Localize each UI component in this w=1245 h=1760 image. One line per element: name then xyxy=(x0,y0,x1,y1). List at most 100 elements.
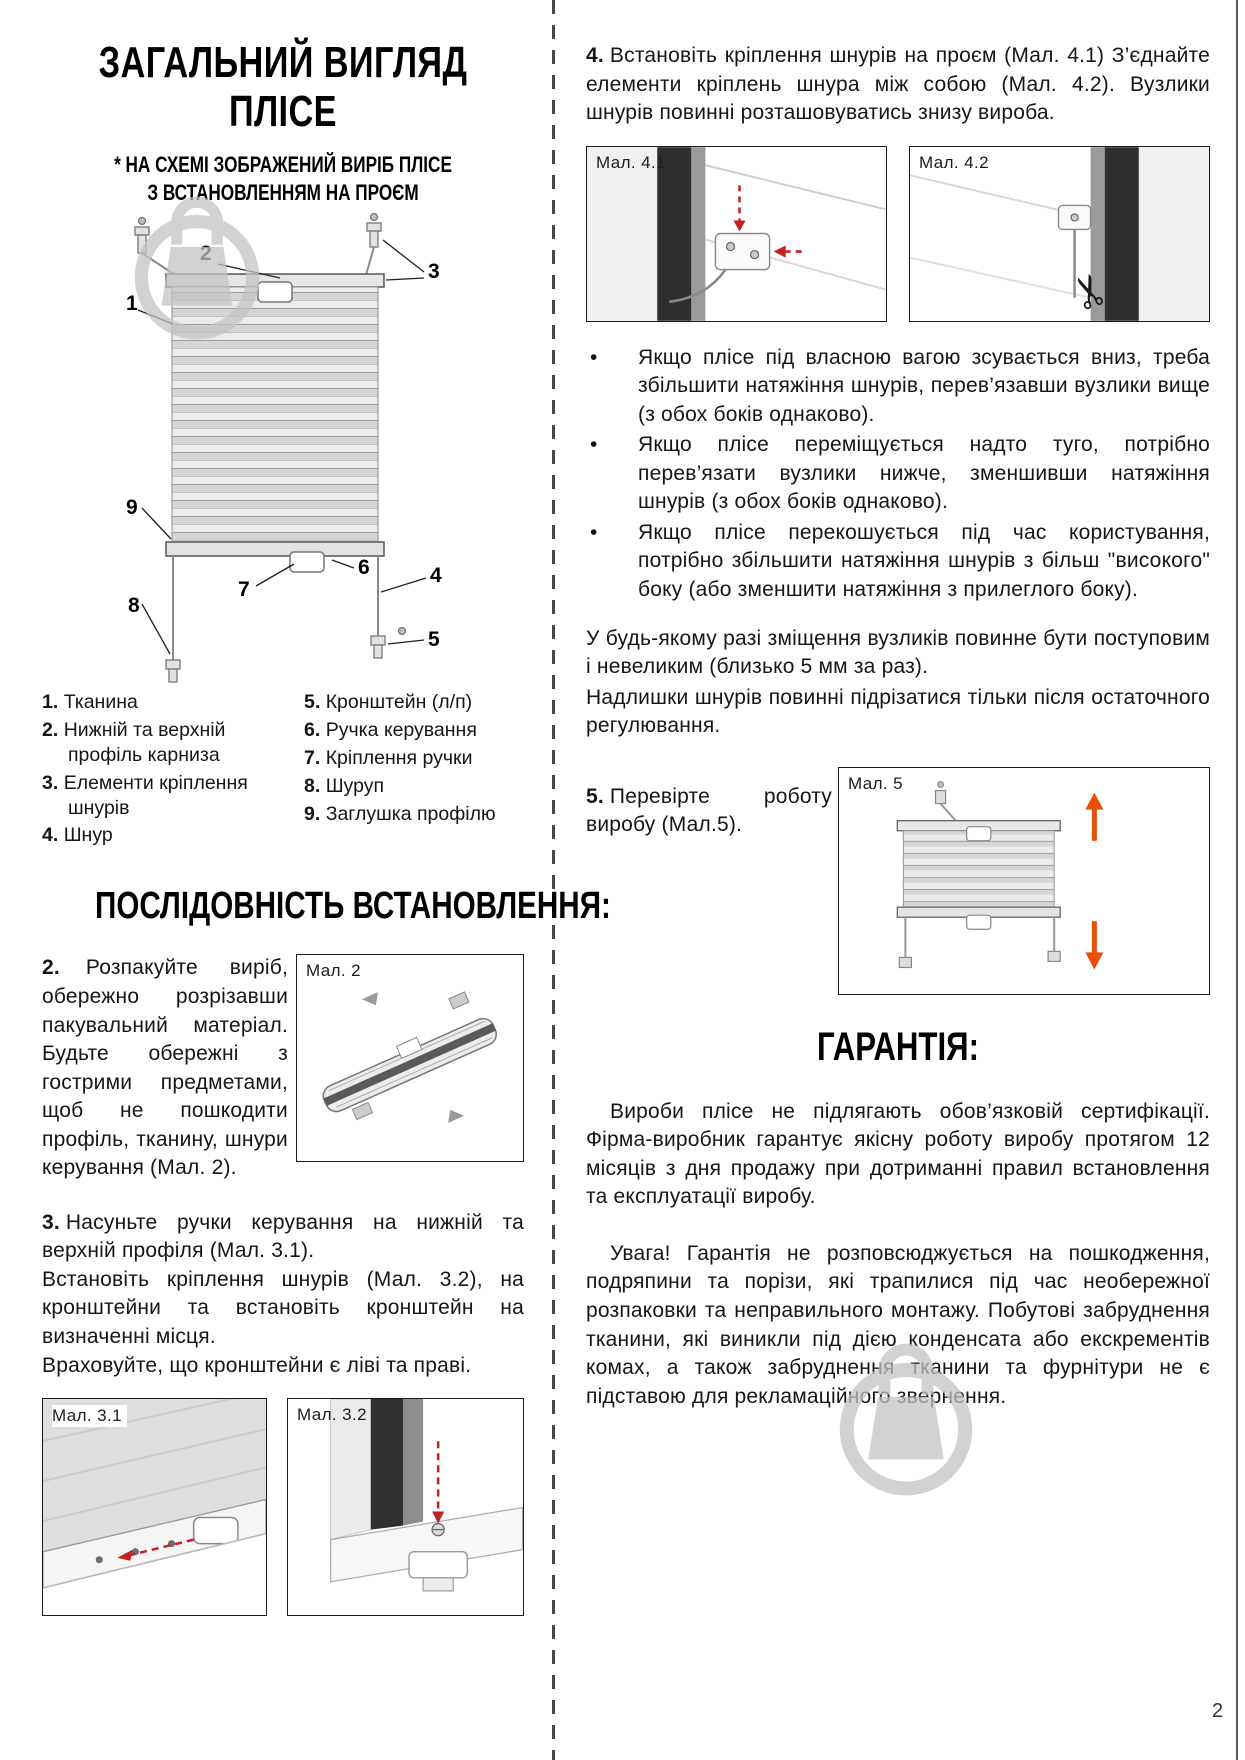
callout-6: 6 xyxy=(358,555,370,579)
figure-4-2: Мал. 4.2 ✂ xyxy=(909,145,1210,322)
legend-text: Кріплення ручки xyxy=(325,746,473,769)
bullet-item-3: • Якщо плісе перекошується під час корис… xyxy=(586,519,1210,605)
page-subtitle: * НА СХЕМІ ЗОБРАЖЕНИЙ ВИРІБ ПЛІСЕ З ВСТА… xyxy=(42,151,524,208)
callout-1: 1 xyxy=(126,291,138,315)
page-number: 2 xyxy=(1212,1700,1224,1722)
step-5-text: Перевірте роботу виробу (Мал.5). xyxy=(586,784,832,837)
callout-4: 4 xyxy=(430,563,442,587)
bullet-text-3: Якщо плісе перекошується під час користу… xyxy=(638,520,1210,602)
figure-2: Мал. 2 xyxy=(296,954,524,1163)
legend-item-8: 8. Шуруп xyxy=(304,774,524,799)
warranty-paragraph-1: Вироби плісе не підлягають обов’язковій … xyxy=(586,1098,1210,1212)
bullet-text-2: Якщо плісе переміщується надто туго, пот… xyxy=(638,433,1210,514)
figure-4-1-label: Мал. 4.1 xyxy=(596,152,667,172)
step-3-paragraph-1: 3.Насуньте ручки керування на нижній та … xyxy=(42,1209,524,1266)
diagram-legend: 1. Тканина 2. Нижній та верхній профіль … xyxy=(42,690,524,852)
step-2-number: 2. xyxy=(42,956,60,980)
step-3-paragraph-3: Враховуйте, що кронштейни є ліві та прав… xyxy=(42,1352,524,1381)
figure-3-2-label: Мал. 3.2 xyxy=(297,1405,368,1425)
figure-3-2-graphic xyxy=(288,1399,523,1616)
legend-text: Шуруп xyxy=(325,774,385,797)
plisse-diagram-graphic xyxy=(134,212,427,683)
figure-5: Мал. 5 xyxy=(838,766,1210,995)
bullet-icon: • xyxy=(590,345,598,369)
warranty-text-1: Вироби плісе не підлягають обов’язковій … xyxy=(586,1099,1210,1209)
warranty-section-title: ГАРАНТІЯ: xyxy=(586,1025,1210,1070)
note-text-1: У будь-якому разі зміщення вузликів пови… xyxy=(586,626,1210,679)
legend-num: 1. xyxy=(42,690,59,713)
warranty-section-title-text: ГАРАНТІЯ: xyxy=(817,1024,979,1069)
legend-num: 2. xyxy=(42,718,59,741)
callout-5: 5 xyxy=(428,627,440,651)
legend-item-9: 9. Заглушка профілю xyxy=(304,802,524,827)
figure-3-2: Мал. 3.2 xyxy=(287,1398,524,1617)
warranty-paragraph-2: Увага! Гарантія не розповсюджується на п… xyxy=(586,1240,1210,1411)
figure-3-1: Мал. 3.1 xyxy=(42,1398,267,1617)
legend-num: 9. xyxy=(304,802,321,825)
page-title: ЗАГАЛЬНИЙ ВИГЛЯД ПЛІСЕ xyxy=(42,38,524,137)
step-4-number: 4. xyxy=(586,44,604,67)
legend-item-1: 1. Тканина xyxy=(42,690,304,715)
step-5-block: 5.Перевірте роботу виробу (Мал.5). Мал. … xyxy=(586,766,1210,995)
page-subtitle-line2: З ВСТАНОВЛЕННЯМ НА ПРОЄМ xyxy=(147,180,419,206)
legend-num: 6. xyxy=(304,718,321,741)
page-subtitle-line1: * НА СХЕМІ ЗОБРАЖЕНИЙ ВИРІБ ПЛІСЕ xyxy=(114,151,452,177)
legend-item-3: 3. Елементи кріплення шнурів xyxy=(42,771,304,821)
adjustment-bullet-list: • Якщо плісе під власною вагою зсуваєтьс… xyxy=(586,344,1210,605)
callout-8: 8 xyxy=(128,593,140,617)
legend-num: 4. xyxy=(42,824,59,847)
legend-num: 5. xyxy=(304,690,321,713)
figure-4-2-label: Мал. 4.2 xyxy=(919,152,990,172)
left-column: ЗАГАЛЬНИЙ ВИГЛЯД ПЛІСЕ * НА СХЕМІ ЗОБРАЖ… xyxy=(42,38,611,1617)
step-3-text-1: Насуньте ручки керування на нижній та ве… xyxy=(42,1210,524,1263)
bullet-item-2: • Якщо плісе переміщується надто туго, п… xyxy=(586,431,1210,517)
figure-5-graphic xyxy=(896,780,1104,970)
step-4-paragraph: 4.Встановіть кріплення шнурів на проєм (… xyxy=(586,42,1210,128)
note-paragraph-2: Надлишки шнурів повинні підрізатися тіль… xyxy=(586,684,1210,741)
step-3-paragraph-2: Встановіть кріплення шнурів (Мал. 3.2), … xyxy=(42,1266,524,1352)
callout-3: 3 xyxy=(428,259,440,283)
legend-num: 8. xyxy=(304,774,321,797)
step-3-block: 3.Насуньте ручки керування на нижній та … xyxy=(42,1209,524,1380)
callout-7: 7 xyxy=(238,577,250,601)
step-3-text-3: Враховуйте, що кронштейни є ліві та прав… xyxy=(42,1353,472,1377)
page-title-line2: ПЛІСЕ xyxy=(229,87,337,137)
figures-4-row: Мал. 4.1 xyxy=(586,145,1210,322)
figure-4-1: Мал. 4.1 xyxy=(586,145,887,322)
adjustment-notes: У будь-якому разі зміщення вузликів пови… xyxy=(586,625,1210,741)
bullet-item-1: • Якщо плісе під власною вагою зсуваєтьс… xyxy=(586,344,1210,430)
figure-3-1-label: Мал. 3.1 xyxy=(52,1405,128,1428)
step-2-paragraph: 2.Розпакуйте виріб, обережно розрізавши … xyxy=(42,954,288,1182)
note-paragraph-1: У будь-якому разі зміщення вузликів пови… xyxy=(586,625,1210,682)
legend-text: Кронштейн (л/п) xyxy=(325,690,473,713)
legend-column-right: 5. Кронштейн (л/п) 6. Ручка керування 7.… xyxy=(304,690,524,852)
installation-section-title: ПОСЛІДОВНІСТЬ ВСТАНОВЛЕННЯ: xyxy=(42,885,611,928)
legend-text: Тканина xyxy=(63,690,138,713)
step-3-text-2: Встановіть кріплення шнурів (Мал. 3.2), … xyxy=(42,1267,524,1348)
step-3-number: 3. xyxy=(42,1210,60,1234)
step-2-text: Розпакуйте виріб, обережно розрізавши па… xyxy=(42,956,288,1180)
legend-num: 7. xyxy=(304,746,321,769)
step-5-paragraph: 5.Перевірте роботу виробу (Мал.5). xyxy=(586,783,832,840)
legend-item-7: 7. Кріплення ручки xyxy=(304,746,524,771)
figure-4-2-graphic: ✂ xyxy=(910,146,1209,321)
step-4-text: Встановіть кріплення шнурів на проєм (Ма… xyxy=(586,44,1210,125)
legend-item-6: 6. Ручка керування xyxy=(304,718,524,743)
figure-5-label: Мал. 5 xyxy=(848,773,904,793)
legend-text: Заглушка профілю xyxy=(325,802,496,825)
callout-9: 9 xyxy=(126,495,138,519)
bullet-text-1: Якщо плісе під власною вагою зсувається … xyxy=(638,345,1210,426)
legend-item-5: 5. Кронштейн (л/п) xyxy=(304,690,524,715)
legend-item-2: 2. Нижній та верхній профіль карниза xyxy=(42,718,304,768)
legend-text: Елементи кріплення шнурів xyxy=(63,771,248,819)
legend-text: Ручка керування xyxy=(325,718,477,741)
right-column: 4.Встановіть кріплення шнурів на проєм (… xyxy=(586,42,1210,1411)
legend-item-4: 4. Шнур xyxy=(42,823,304,848)
figures-3-row: Мал. 3.1 xyxy=(42,1398,524,1617)
installation-section-title-text: ПОСЛІДОВНІСТЬ ВСТАНОВЛЕННЯ: xyxy=(95,885,611,928)
page-title-line1: ЗАГАЛЬНИЙ ВИГЛЯД xyxy=(98,38,468,87)
figure-2-label: Мал. 2 xyxy=(306,961,362,981)
plisse-overview-diagram: 1 2 3 4 5 6 7 8 9 xyxy=(42,212,524,684)
figure-2-graphic xyxy=(322,991,497,1124)
